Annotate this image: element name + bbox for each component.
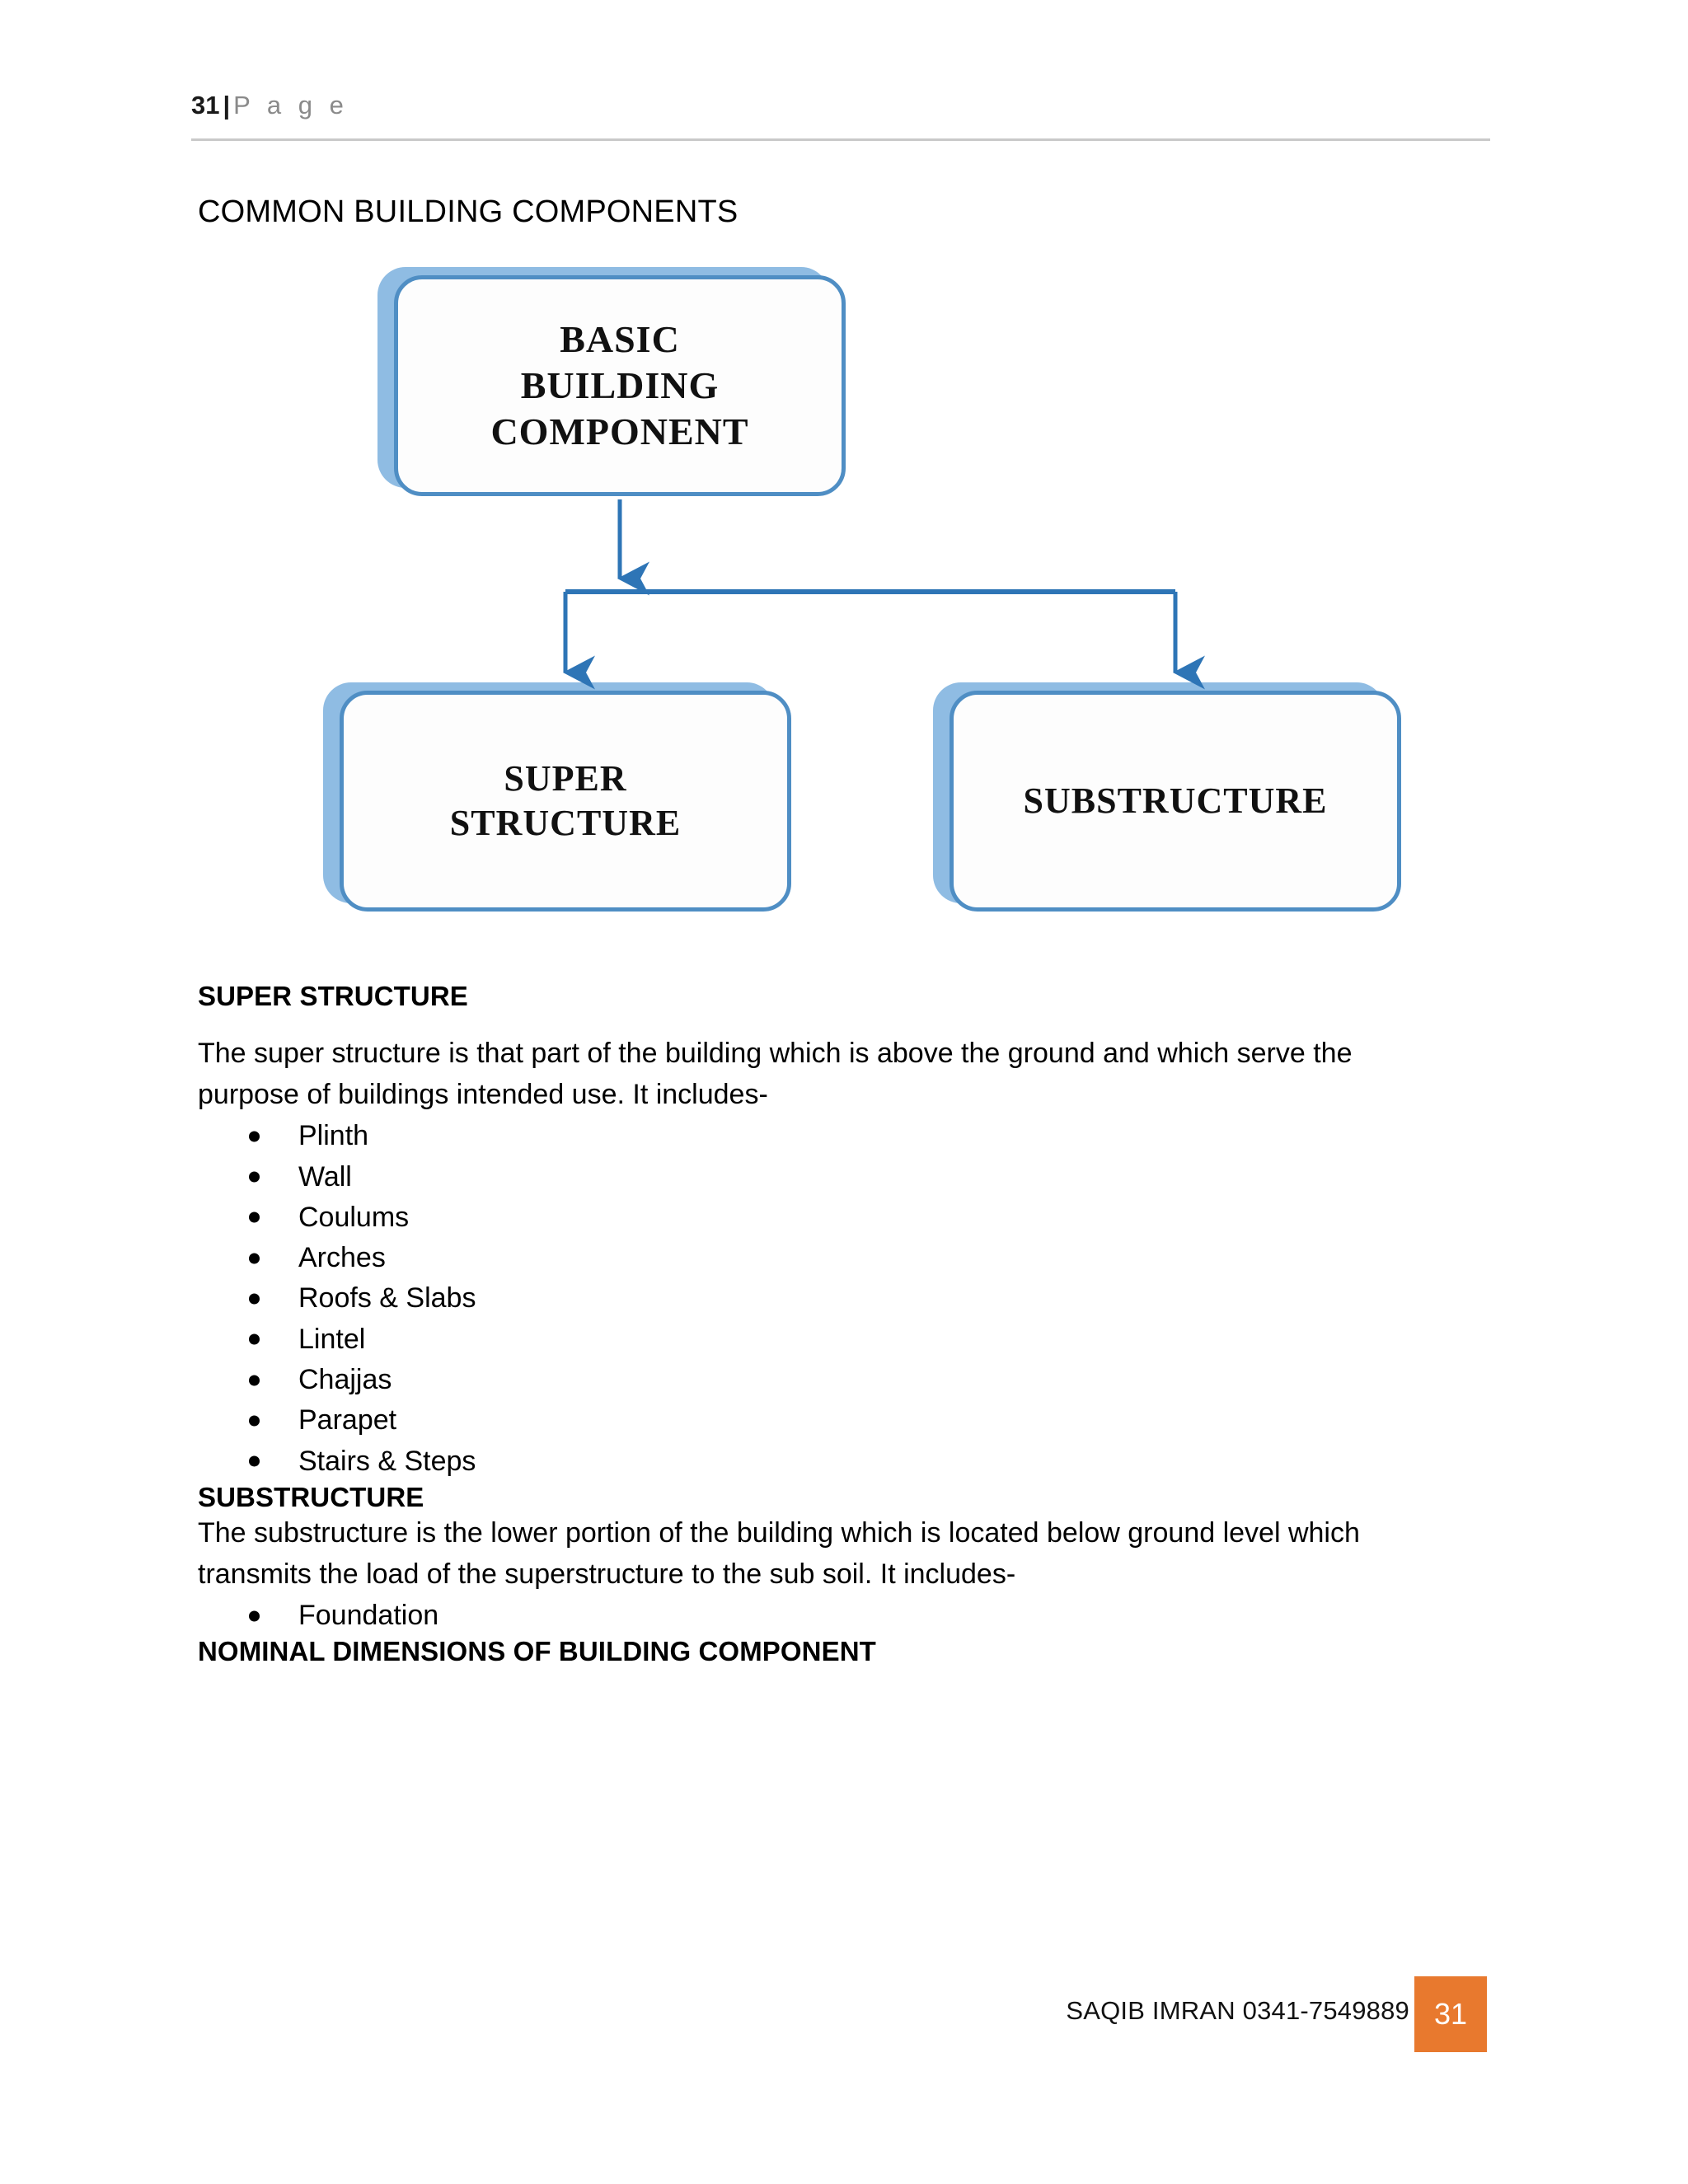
diagram-node-super-structure: SUPER STRUCTURE <box>340 691 791 912</box>
header-page-number: 31 <box>191 91 220 120</box>
building-components-diagram: BASIC BUILDING COMPONENT SUPER STRUCTURE… <box>313 255 1434 940</box>
bullet-dot-icon <box>249 1610 260 1622</box>
page-header: 31|P a g e <box>191 92 1490 143</box>
list-item-label: Plinth <box>298 1120 369 1152</box>
bullet-dot-icon <box>249 1171 260 1183</box>
left-node-line-1: SUPER <box>504 758 627 799</box>
spacer <box>198 1012 1426 1033</box>
heading-nominal-dimensions: NOMINAL DIMENSIONS OF BUILDING COMPONENT <box>198 1636 876 1667</box>
list-item-label: Chajjas <box>298 1363 392 1395</box>
bullet-list-super-structure: Plinth Wall Coulums Arches Roofs & Slabs… <box>198 1116 1426 1482</box>
list-item-label: Arches <box>298 1242 386 1274</box>
bullet-dot-icon <box>249 1333 260 1345</box>
footer-page-badge: 31 <box>1414 1976 1487 2052</box>
root-node-line-1: BASIC <box>560 317 680 360</box>
list-item-label: Lintel <box>298 1323 366 1355</box>
bullet-dot-icon <box>249 1293 260 1305</box>
bullet-dot-icon <box>249 1455 260 1467</box>
list-item: Plinth <box>198 1116 1426 1156</box>
list-item-label: Coulums <box>298 1201 410 1233</box>
list-item: Roofs & Slabs <box>198 1278 1426 1319</box>
header-page-word: P a g e <box>233 91 349 120</box>
root-node-label: BASIC BUILDING COMPONENT <box>490 316 748 455</box>
heading-super-structure: SUPER STRUCTURE <box>198 981 468 1011</box>
list-item-label: Foundation <box>298 1600 439 1632</box>
list-item: Lintel <box>198 1319 1426 1360</box>
page-title: COMMON BUILDING COMPONENTS <box>198 194 738 229</box>
left-node-line-2: STRUCTURE <box>449 803 682 843</box>
bullet-dot-icon <box>249 1212 260 1223</box>
footer-credit: SAQIB IMRAN 0341-7549889 <box>1066 1996 1409 2025</box>
header-page-label: 31|P a g e <box>191 92 1490 118</box>
list-item: Arches <box>198 1238 1426 1278</box>
paragraph-substructure: The substructure is the lower portion of… <box>198 1517 1360 1591</box>
bullet-dot-icon <box>249 1375 260 1386</box>
page-footer: SAQIB IMRAN 0341-7549889 31 <box>0 1976 1688 2067</box>
left-node-label: SUPER STRUCTURE <box>450 757 681 845</box>
right-node-label: SUBSTRUCTURE <box>1024 779 1328 823</box>
list-item-label: Roofs & Slabs <box>298 1282 476 1315</box>
list-item: Coulums <box>198 1197 1426 1238</box>
diagram-node-substructure: SUBSTRUCTURE <box>950 691 1401 912</box>
bullet-dot-icon <box>249 1253 260 1264</box>
diagram-connectors <box>562 499 1205 690</box>
header-separator: | <box>223 91 231 120</box>
root-node-line-3: COMPONENT <box>490 410 749 453</box>
list-item: Stairs & Steps <box>198 1441 1426 1482</box>
list-item: Foundation <box>198 1596 1426 1636</box>
list-item-label: Wall <box>298 1160 352 1193</box>
list-item: Parapet <box>198 1400 1426 1441</box>
list-item-label: Parapet <box>298 1404 397 1436</box>
list-item-label: Stairs & Steps <box>298 1445 476 1477</box>
list-item: Wall <box>198 1157 1426 1197</box>
heading-substructure: SUBSTRUCTURE <box>198 1481 424 1512</box>
right-node-line-1: SUBSTRUCTURE <box>1023 780 1328 822</box>
bullet-dot-icon <box>249 1415 260 1427</box>
document-body: SUPER STRUCTURE The super structure is t… <box>198 981 1426 1668</box>
list-item: Chajjas <box>198 1360 1426 1400</box>
bullet-dot-icon <box>249 1131 260 1142</box>
diagram-node-basic-building-component: BASIC BUILDING COMPONENT <box>394 275 846 496</box>
header-divider <box>191 138 1490 141</box>
bullet-list-substructure: Foundation <box>198 1596 1426 1636</box>
root-node-line-2: BUILDING <box>520 363 720 406</box>
paragraph-super-structure: The super structure is that part of the … <box>198 1038 1353 1111</box>
